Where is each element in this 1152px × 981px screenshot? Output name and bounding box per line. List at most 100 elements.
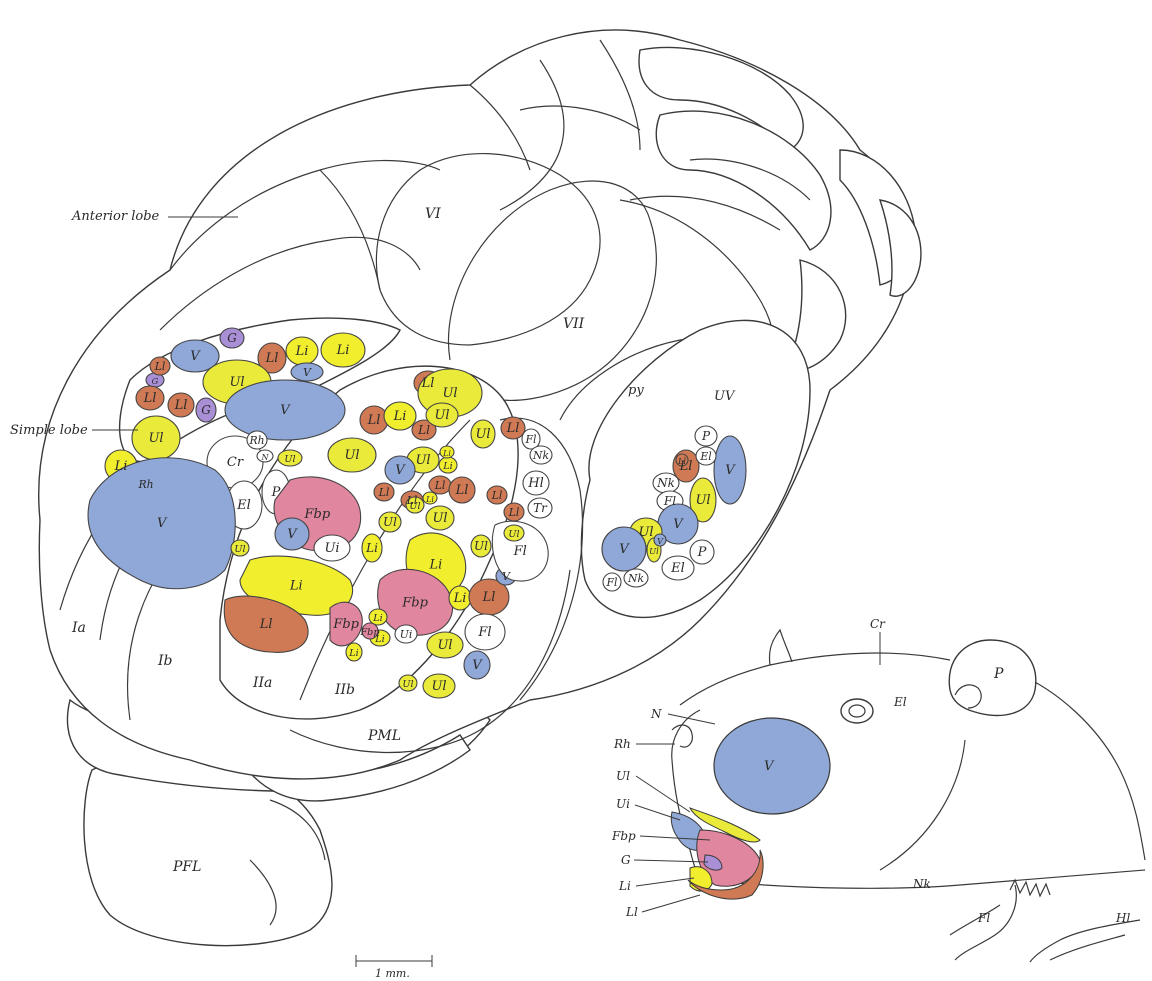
patch-label-tr: Tr [533, 501, 548, 515]
label-iia: IIa [252, 675, 272, 691]
rat-label-fl: Fl [977, 911, 990, 925]
rat-label-ul: Ul [616, 769, 630, 783]
patch-label-li: Li [393, 409, 407, 424]
label-ia: Ia [71, 620, 86, 636]
patch-label-li: Li [442, 449, 451, 458]
patch-label-ll: Ll [455, 483, 469, 498]
patch-label-v: V [190, 349, 201, 364]
rat-label-li: Li [618, 879, 631, 893]
rat-eye [841, 699, 873, 723]
rat-drawing [671, 630, 1145, 962]
patch-label-v: V [472, 658, 483, 673]
patch-label-el: El [236, 498, 251, 513]
patch-label-ll: Ll [506, 421, 520, 436]
patch-label-ul: Ul [234, 544, 245, 555]
rat-label-p: P [993, 666, 1004, 682]
rat-label-hl: Hl [1115, 911, 1130, 925]
patch-label-ll: Ll [677, 457, 686, 466]
patch-label-fl: Fl [477, 625, 491, 640]
patch-label-ul: Ul [649, 546, 659, 556]
patch-label-ul: Ul [695, 493, 710, 508]
patch-label-v: V [619, 542, 630, 557]
rat-labels: Cr El P N Rh Ul Ui Fbp G Li Ll V Nk Fl H… [611, 617, 1130, 925]
patch-label-li: Li [425, 495, 434, 504]
patch-label-v: V [673, 517, 684, 532]
patch-label-ul: Ul [508, 529, 519, 540]
patch-label-ul: Ul [402, 679, 413, 690]
patch-label-rh: Rh [248, 434, 264, 447]
patch-label-ul: Ul [409, 501, 420, 512]
label-pfl: PFL [172, 859, 201, 875]
patch-label-g: G [201, 403, 211, 417]
patch-label-fl: Fl [606, 576, 618, 589]
patch-label-li: Li [289, 579, 303, 594]
patch-label-p: P [271, 485, 281, 500]
patch-label-cr: Cr [227, 455, 244, 470]
patch-label-n: N [261, 453, 270, 462]
patch-label-ll: Ll [491, 489, 503, 502]
patch-label-ll: Ll [265, 351, 279, 366]
patch-label-li: Li [365, 541, 378, 555]
rat-neck-line [880, 740, 965, 870]
patch-label-fl: Fl [525, 433, 537, 446]
patch-label-ul: Ul [148, 431, 163, 446]
label-uv: UV [714, 389, 736, 404]
rat-body-outline [680, 653, 950, 705]
label-ib: Ib [157, 653, 173, 669]
label-py: py [628, 383, 644, 398]
patch-label-g: G [227, 331, 237, 345]
patch-label-ll: Ll [417, 423, 430, 437]
rat-label-ui: Ui [616, 797, 630, 811]
patch-label-li: Li [372, 613, 382, 624]
patch-label-ul: Ul [432, 511, 447, 526]
patch-label-ul: Ul [284, 454, 295, 465]
patch-label-v: V [287, 527, 298, 542]
patch-label-nk: Nk [656, 476, 675, 490]
patch-label-ul: Ul [434, 408, 449, 423]
patch-label-li: Li [336, 343, 350, 358]
patch-label-fl: Fl [513, 544, 527, 559]
patch-label-ll: Ll [143, 391, 157, 406]
patch-label-ul: Ul [344, 448, 359, 463]
patch-label-ll: Ll [259, 617, 273, 632]
patch-label-ll: Ll [421, 376, 435, 391]
patch-label-ul: Ul [475, 427, 490, 442]
patch-label-v: V [303, 366, 312, 379]
patch-label-ui: Ui [400, 628, 413, 641]
patch-label-g: G [152, 376, 159, 386]
patch-label-fl: Fl [663, 494, 676, 508]
patch-label-li: Li [348, 648, 358, 659]
patch-label-li: Li [295, 344, 309, 359]
label-pml: PML [367, 728, 401, 744]
rat-hindpaw [1030, 920, 1140, 962]
patch-label-ul: Ul [442, 386, 457, 401]
label-iib: IIb [334, 682, 355, 698]
rat-label-n: N [650, 707, 662, 721]
label-lobule-vii: VII [563, 316, 585, 332]
rat-label-cr: Cr [870, 617, 886, 631]
patch-label-li: Li [114, 459, 128, 474]
rat-label-ll: Ll [625, 905, 638, 919]
patch-label-li: Li [453, 591, 467, 606]
patch-label-fbp: Fbp [332, 617, 359, 632]
patch-label-ul: Ul [431, 679, 446, 694]
patch-label-v: V [725, 463, 736, 478]
patch-label-ul: Ul [474, 539, 488, 553]
patch-label-fbp: Fbp [304, 507, 331, 522]
label-anterior-lobe: Anterior lobe [71, 209, 160, 224]
patch-label-v: V [395, 463, 406, 478]
rat-label-el: El [893, 695, 907, 709]
patch-label-ll: Ll [154, 360, 166, 373]
patch-label-ul: Ul [415, 453, 430, 468]
patch-label-rh: Rh [137, 478, 153, 491]
rat-label-fbp: Fbp [611, 829, 636, 843]
patch-label-ll: Ll [482, 590, 496, 605]
patch-label-ul: Ul [383, 515, 397, 529]
patch-label-li: Li [429, 557, 443, 572]
patch-label-p: P [697, 545, 707, 560]
patch-label-ul: Ul [638, 525, 653, 540]
patch-label-nk: Nk [627, 572, 644, 585]
rat-label-nk: Nk [912, 877, 931, 891]
patch-label-v: V [157, 516, 168, 531]
